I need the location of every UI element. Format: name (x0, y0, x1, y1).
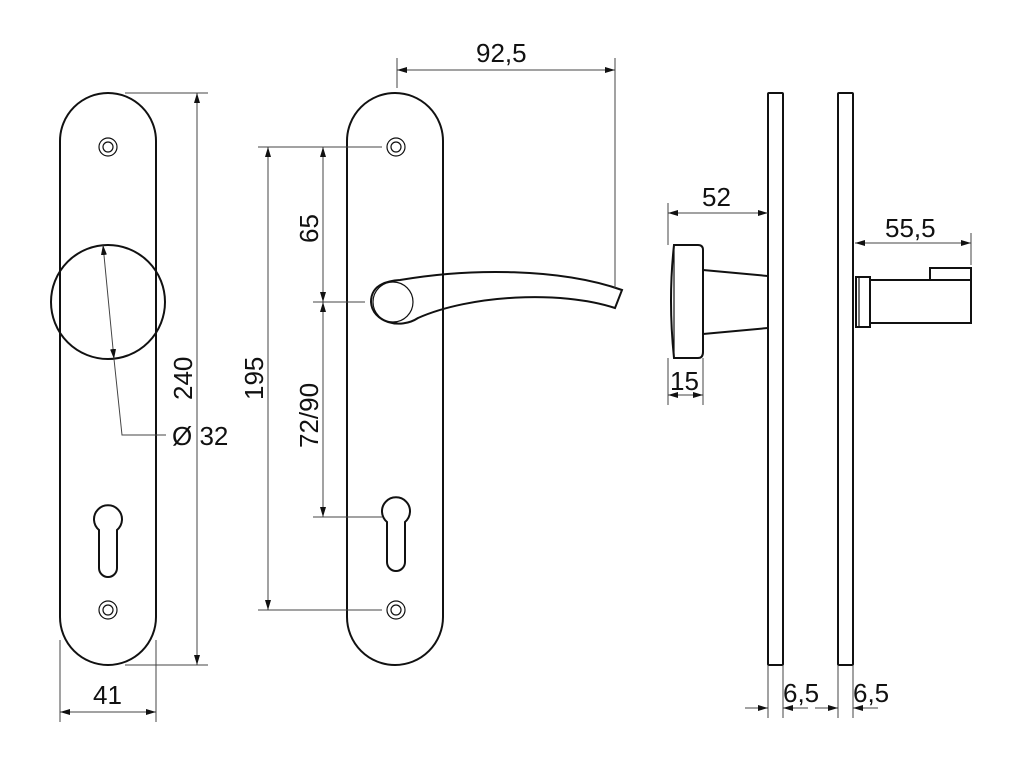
dim-52: 52 (667, 182, 768, 245)
dim-label-240: 240 (168, 357, 198, 400)
dim-diameter: Ø 32 (100, 244, 228, 451)
keyhole (381, 496, 411, 572)
side-view-lever (837, 92, 972, 666)
keyhole (93, 504, 123, 578)
dim-55-5: 55,5 (855, 213, 972, 265)
dim-label-6-5-left: 6,5 (783, 678, 819, 708)
dim-6-5-left: 6,5 (745, 665, 819, 718)
dim-92-5: 92,5 (396, 38, 616, 288)
dim-label-6-5-right: 6,5 (853, 678, 889, 708)
dim-240: 240 (125, 92, 208, 666)
dim-72-90: 72/90 (294, 302, 382, 518)
front-view-lever-plate (346, 92, 624, 666)
dim-label-72-90: 72/90 (294, 383, 324, 448)
dim-label-65: 65 (294, 214, 324, 243)
dim-label-diameter: Ø 32 (172, 421, 228, 451)
dim-label-55-5: 55,5 (885, 213, 936, 243)
dim-41: 41 (59, 640, 157, 722)
dim-label-41: 41 (93, 680, 122, 710)
side-view-knob (670, 92, 784, 666)
dim-label-195: 195 (239, 357, 269, 400)
dim-6-5-right: 6,5 (815, 665, 889, 718)
dim-65: 65 (294, 147, 365, 303)
front-view-knob-plate (50, 92, 166, 666)
dim-195: 195 (239, 146, 382, 611)
dim-label-52: 52 (702, 182, 731, 212)
lever-handle (369, 270, 624, 325)
dim-label-92-5: 92,5 (476, 38, 527, 68)
dim-15: 15 (667, 358, 704, 405)
dim-label-15: 15 (670, 366, 699, 396)
